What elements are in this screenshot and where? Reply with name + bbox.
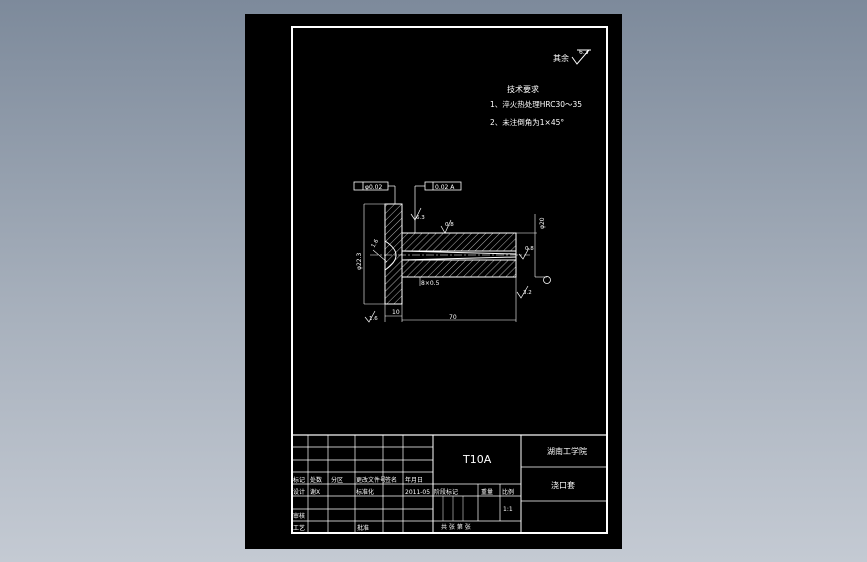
part-view: φ0.02 0.02 A φ22.3 φ20 10 70 8×0.5 6 [353, 181, 551, 323]
material: T10A [462, 453, 492, 466]
tech-title: 技术要求 [507, 84, 539, 94]
dim-diameter-shaft: φ20 [539, 217, 546, 229]
rough-6: 1.6 [369, 316, 378, 322]
shaft-section-upper [401, 232, 517, 252]
rough-3: 0.8 [525, 246, 534, 252]
row7-c1: 工艺 [293, 524, 305, 532]
rough-4: 1.6 [371, 238, 381, 249]
roughness-prefix: 其余 [553, 53, 569, 63]
chamfer-label: 8×0.5 [421, 280, 440, 287]
rough-2: 0.8 [445, 222, 454, 228]
shaft-section-lower [401, 259, 517, 278]
roughness-value: 6.3 [579, 49, 589, 56]
tolerance-1: φ0.02 [365, 184, 383, 191]
school-name: 湖南工学院 [547, 446, 587, 456]
dim-length: 70 [449, 314, 457, 321]
datum-a-icon [543, 276, 551, 284]
row5-c4: 标准化 [356, 488, 374, 496]
part-name: 浇口套 [551, 480, 575, 490]
tolerance-2: 0.02 A [435, 184, 455, 191]
row4-c5: 签名 [385, 476, 397, 484]
row4-c2: 处数 [310, 476, 322, 484]
rough-5: 3.2 [523, 290, 532, 296]
row7-c4: 批准 [357, 524, 369, 532]
row4-c6: 年月日 [405, 476, 423, 484]
dim-diameter-flange: φ22.3 [356, 253, 363, 271]
roughness-symbol-icon [571, 49, 590, 65]
flange-section [384, 203, 403, 305]
row4-c3: 分区 [331, 476, 343, 484]
row5-c2: 谢X [310, 488, 320, 496]
row6-c1: 审核 [293, 512, 305, 520]
row4-c1: 标记 [293, 476, 305, 484]
scale: 1:1 [503, 506, 513, 513]
cad-drawing: 其余 6.3 技术要求 1、淬火热处理HRC30～35 2、未注倒角为1×45°… [291, 26, 608, 534]
row5-c1: 设计 [293, 488, 305, 496]
mid-header-1: 阶段标记 [434, 488, 458, 496]
title-block: T10A 湖南工学院 浇口套 标记 处数 分区 更改文件号 签名 年月日 设计 … [291, 434, 608, 534]
tech-item-2: 2、未注倒角为1×45° [490, 117, 564, 127]
dim-left: 10 [392, 309, 400, 316]
sheet-count: 共 张 第 张 [441, 523, 471, 531]
mid-header-2: 重量 [481, 488, 493, 496]
drawing-sheet: 其余 6.3 技术要求 1、淬火热处理HRC30～35 2、未注倒角为1×45°… [245, 14, 622, 549]
mid-header-3: 比例 [502, 488, 514, 496]
row5-c6: 2011-05 [405, 489, 430, 496]
tech-item-1: 1、淬火热处理HRC30～35 [490, 99, 582, 109]
rough-1: 6.3 [416, 215, 425, 221]
row4-c4: 更改文件号 [356, 476, 386, 484]
